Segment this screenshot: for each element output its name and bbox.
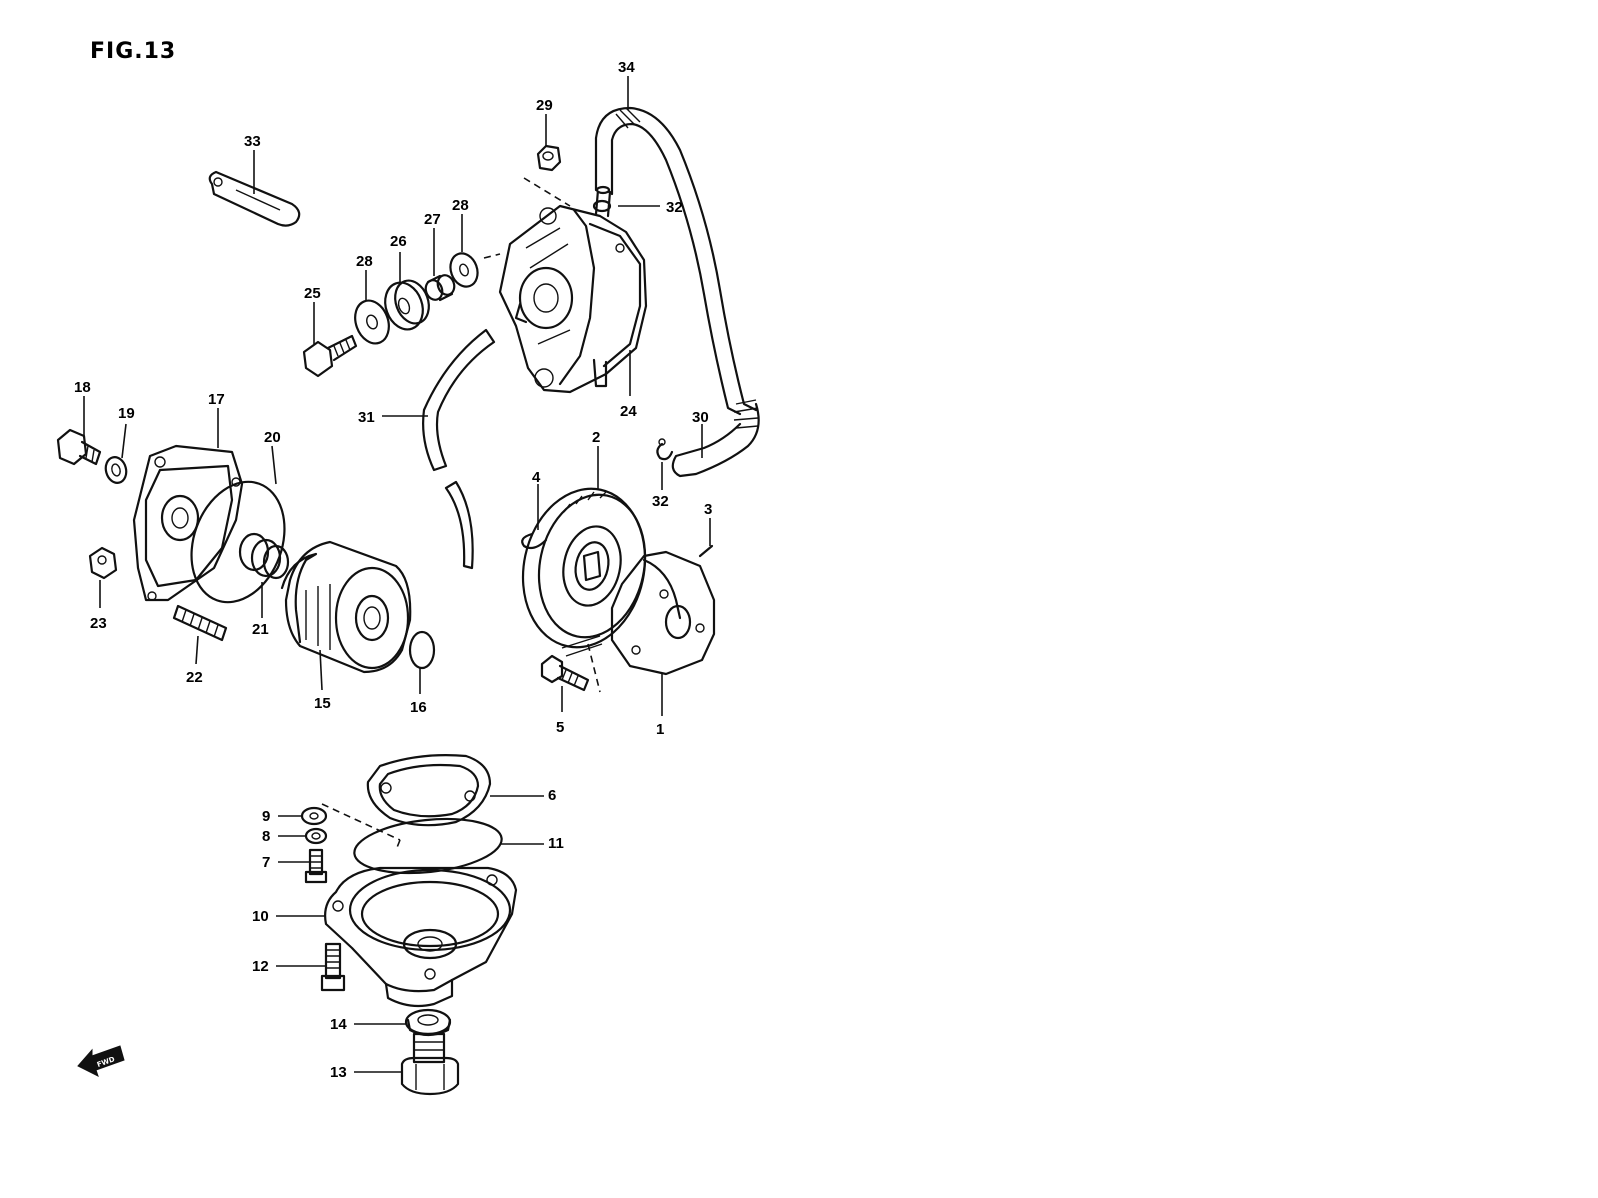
- callout-1: 1: [656, 721, 664, 738]
- callout-18: 18: [74, 379, 91, 396]
- part-12-bolt: [320, 942, 346, 992]
- callout-11: 11: [548, 835, 564, 852]
- part-22-stud: [172, 604, 228, 642]
- part-33-bracket: [208, 170, 301, 227]
- callout-27: 27: [424, 211, 441, 228]
- part-31-hose: [422, 328, 496, 570]
- callout-9: 9: [262, 808, 270, 825]
- part-18-bolt: [56, 428, 102, 466]
- callout-2: 2: [592, 429, 600, 446]
- part-1-pump-body: [561, 550, 716, 676]
- callout-19: 19: [118, 405, 135, 422]
- forward-direction-arrow: FWD: [77, 1045, 125, 1077]
- callout-31: 31: [358, 409, 375, 426]
- callout-4: 4: [532, 469, 541, 486]
- part-26-collar: [384, 279, 430, 331]
- callout-7: 7: [262, 854, 270, 871]
- part-34-hose: [594, 106, 758, 416]
- part-29-nut: [536, 144, 562, 172]
- part-6-gasket: [366, 754, 492, 827]
- callout-22: 22: [186, 669, 203, 686]
- callout-15: 15: [314, 695, 331, 712]
- part-5-bolt: [540, 654, 590, 692]
- part-13-drain-plug: [400, 1032, 460, 1096]
- callout-34: 34: [618, 59, 635, 76]
- callout-28-upper: 28: [452, 197, 469, 214]
- callout-3: 3: [704, 501, 712, 518]
- part-28-washer-lower: [354, 299, 390, 345]
- callout-29: 29: [536, 97, 553, 114]
- callout-32-upper: 32: [666, 199, 683, 216]
- callout-14: 14: [330, 1016, 347, 1033]
- callout-28-lower: 28: [356, 253, 373, 270]
- callout-8: 8: [262, 828, 270, 845]
- part-7-screw: [304, 848, 328, 884]
- part-32-clip-upper: [592, 199, 612, 213]
- part-16-o-ring: [408, 630, 436, 670]
- callout-32-lower: 32: [652, 493, 669, 510]
- part-21-spring: [238, 532, 290, 580]
- callout-26: 26: [390, 233, 407, 250]
- part-30-hose: [671, 399, 760, 478]
- part-9-washer: [300, 806, 328, 826]
- callout-12: 12: [252, 958, 269, 975]
- callout-labels: 33 34 29 32 28 27 26 28 25 24 31 30 32 2…: [74, 59, 712, 1081]
- callout-17: 17: [208, 391, 225, 408]
- part-32-clip-lower: [656, 438, 674, 461]
- callout-6: 6: [548, 787, 556, 804]
- callout-13: 13: [330, 1064, 347, 1081]
- part-8-lock-washer: [304, 827, 328, 845]
- part-11-o-ring: [353, 817, 503, 875]
- part-4-clip: [521, 532, 548, 550]
- part-24-fuel-pump: [498, 185, 648, 394]
- part-17-cover: [132, 444, 244, 602]
- part-10-housing: [324, 866, 518, 1008]
- part-19-washer: [104, 456, 128, 484]
- callout-33: 33: [244, 133, 261, 150]
- part-23-nut: [88, 546, 118, 580]
- callout-16: 16: [410, 699, 427, 716]
- callout-10: 10: [252, 908, 269, 925]
- part-27-spacer: [424, 274, 456, 302]
- callout-23: 23: [90, 615, 107, 632]
- callout-24: 24: [620, 403, 637, 420]
- callout-5: 5: [556, 719, 564, 736]
- part-25-bolt: [302, 334, 358, 378]
- part-28-washer-upper: [449, 252, 479, 288]
- part-2-gear: [521, 487, 647, 649]
- assembly-dashed-lines: [321, 177, 601, 851]
- callout-25: 25: [304, 285, 321, 302]
- callout-20: 20: [264, 429, 281, 446]
- figure-title: FIG.13: [90, 39, 176, 64]
- part-20-o-ring: [190, 480, 286, 604]
- callout-21: 21: [252, 621, 269, 638]
- part-14-washer: [404, 1008, 452, 1037]
- part-3-pin: [698, 544, 714, 558]
- leader-lines: [83, 76, 711, 1073]
- part-15-oil-filter: [280, 540, 412, 674]
- callout-30: 30: [692, 409, 709, 426]
